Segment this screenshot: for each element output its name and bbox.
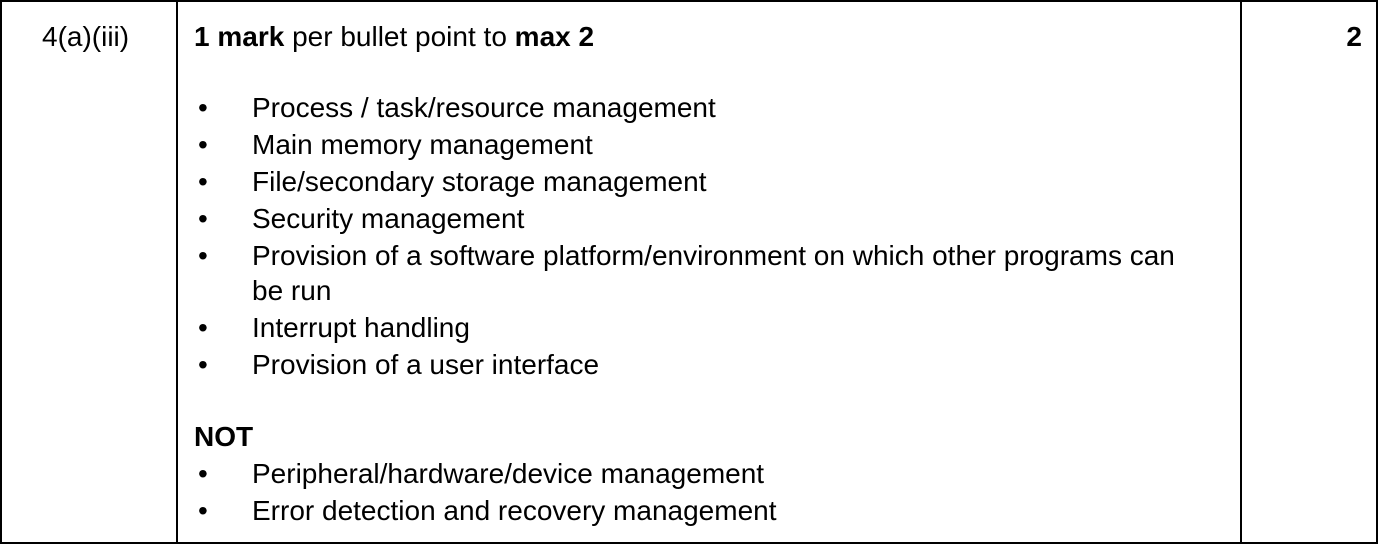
marking-instruction: 1 mark per bullet point to max 2	[194, 20, 594, 54]
instruction-text: per bullet point to	[284, 21, 515, 52]
instruction-mark: 1 mark	[194, 21, 285, 52]
question-number: 4(a)(iii)	[42, 21, 130, 52]
accepted-answer: Interrupt handling	[252, 311, 470, 343]
instruction-max: max 2	[514, 21, 595, 52]
list-item: • Peripheral/hardware/device management	[194, 457, 1212, 492]
bullet-icon: •	[198, 458, 208, 489]
list-item: • Error detection and recovery management	[194, 494, 1212, 529]
list-item: • Interrupt handling	[194, 311, 1212, 346]
bullet-icon: •	[198, 348, 208, 380]
accepted-answer: Security management	[252, 203, 525, 234]
list-item: • Provision of a software platform/enviro…	[194, 239, 1212, 308]
bullet-icon: •	[198, 166, 208, 197]
rejected-answer: Peripheral/hardware/device management	[252, 458, 765, 489]
marks-column: 2	[1242, 2, 1376, 542]
rejected-answers-list: • Peripheral/hardware/device management •…	[194, 457, 1212, 531]
accepted-answer: File/secondary storage management	[252, 166, 707, 197]
accepted-answer: Process / task/resource management	[252, 92, 716, 123]
list-item: • Process / task/resource management	[194, 91, 1212, 126]
accepted-answer: Provision of a user interface	[252, 348, 600, 380]
bullet-icon: •	[198, 240, 208, 271]
list-item: • Provision of a user interface	[194, 348, 1212, 383]
question-column: 4(a)(iii)	[2, 2, 178, 542]
bullet-icon: •	[198, 495, 208, 526]
not-heading: NOT	[194, 421, 254, 452]
bullet-icon: •	[198, 129, 208, 160]
accepted-answer: Main memory management	[252, 129, 593, 160]
bullet-icon: •	[198, 311, 208, 343]
total-marks: 2	[1346, 21, 1362, 52]
list-item: • Main memory management	[194, 128, 1212, 163]
bullet-icon: •	[198, 203, 208, 234]
answer-column: 1 mark per bullet point to max 2 • Proces…	[178, 2, 1242, 542]
accepted-answer: Provision of a software platform/environ…	[252, 240, 1175, 306]
accepted-answers-list: • Process / task/resource management • Mai…	[194, 91, 1212, 385]
rejected-answer: Error detection and recovery management	[252, 495, 777, 526]
bullet-icon: •	[198, 92, 208, 123]
list-item: • Security management	[194, 202, 1212, 237]
list-item: • File/secondary storage management	[194, 165, 1212, 200]
